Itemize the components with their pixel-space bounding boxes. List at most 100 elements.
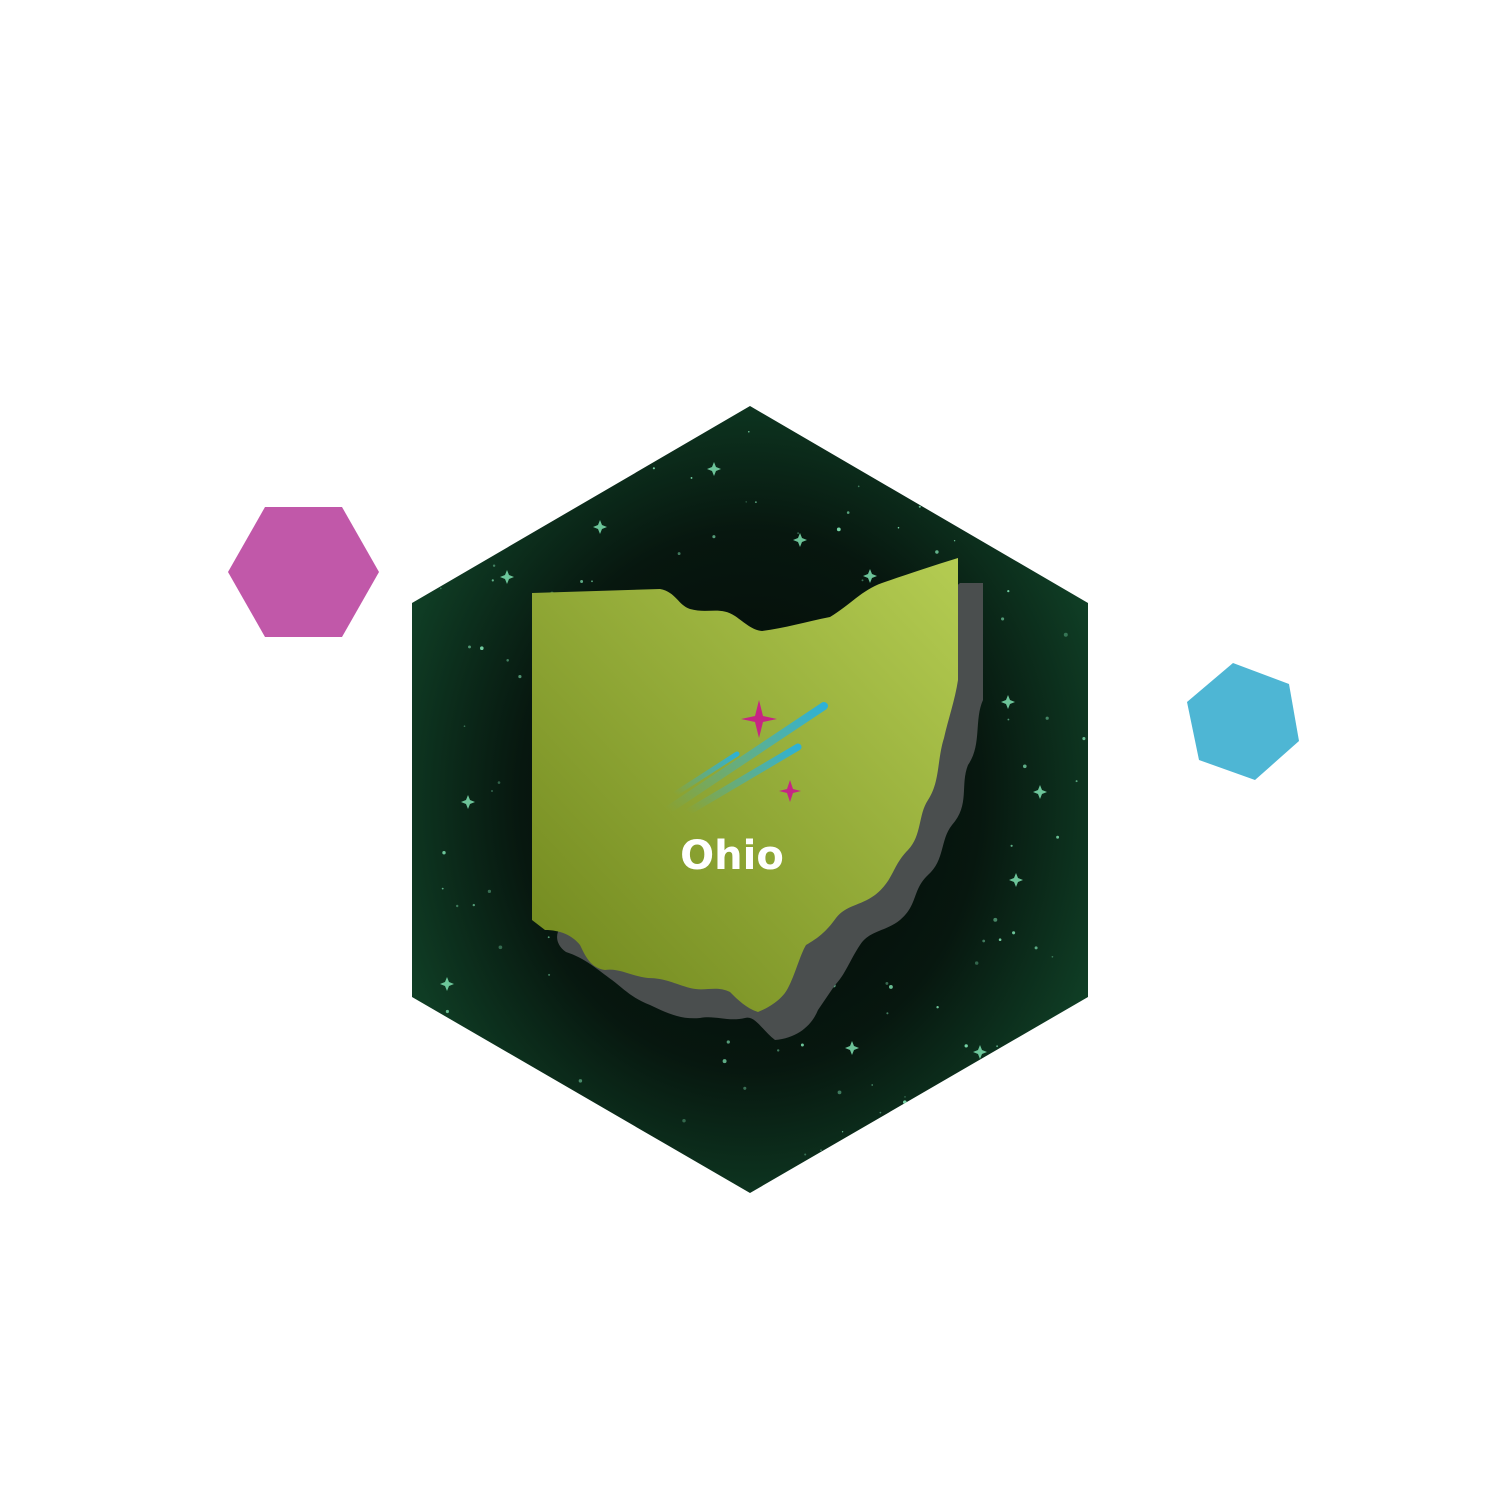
star-dot [544, 428, 548, 431]
star-dot [957, 1171, 959, 1174]
star-dot [994, 532, 998, 536]
star-dot [412, 1129, 413, 1132]
star-sparkle [461, 795, 475, 809]
star-dot [722, 1059, 727, 1064]
star-dot [1027, 1119, 1030, 1123]
star-dot [1075, 780, 1078, 783]
star-dot [913, 1143, 917, 1146]
star-dot [1082, 566, 1085, 570]
ohio-state-shape [532, 558, 958, 1012]
star-sparkle [1009, 873, 1023, 887]
star-dot [430, 1066, 432, 1069]
star-dot [455, 904, 459, 908]
star-dot [871, 440, 875, 444]
star-dot [518, 675, 522, 679]
star-dot [548, 973, 551, 976]
star-dot [1010, 844, 1013, 847]
star-dot [1051, 955, 1054, 958]
star-dot [931, 1161, 935, 1165]
star-dot [1004, 496, 1007, 499]
star-dot [748, 431, 750, 433]
star-dot [871, 1084, 874, 1086]
star-dot [859, 1132, 863, 1135]
star-dot [1007, 589, 1010, 593]
star-dot [1018, 1051, 1021, 1055]
star-dot [1007, 1081, 1011, 1086]
star-dot [857, 485, 860, 488]
star-dot [578, 1079, 583, 1083]
star-dot [468, 645, 471, 649]
star-dot [885, 981, 889, 985]
star-dot [1034, 946, 1038, 950]
star-dot [935, 550, 939, 554]
star-dot [797, 532, 799, 534]
star-dot [998, 938, 1002, 941]
star-dot [1045, 1088, 1050, 1093]
star-dot [1001, 617, 1005, 621]
star-dot [690, 476, 693, 479]
star-dot [936, 1005, 939, 1009]
star-dot [497, 781, 501, 784]
star-sparkle [863, 569, 877, 583]
star-dot [1082, 737, 1086, 741]
star-dot [441, 887, 444, 890]
star-sparkle [500, 570, 514, 584]
star-dot [445, 1009, 449, 1014]
star-dot [776, 1049, 780, 1052]
star-dot [836, 527, 841, 532]
star-dot [506, 659, 509, 662]
star-dot [888, 984, 893, 989]
star-dot [846, 511, 850, 514]
star-dot [743, 1086, 747, 1090]
star-dot [652, 467, 655, 470]
star-dot [537, 1167, 541, 1170]
star-dot [419, 1053, 424, 1058]
star-dot [493, 475, 496, 477]
shooting-star-icon [664, 700, 828, 816]
star-dot [432, 540, 437, 544]
sparkle-large-icon [741, 700, 777, 738]
star-dot [1022, 764, 1027, 769]
star-dot [948, 1095, 950, 1098]
pink-hexagon [228, 507, 379, 637]
star-dot [487, 889, 492, 894]
star-dot [861, 579, 864, 582]
star-dot [973, 420, 977, 425]
star-sparkle [593, 520, 607, 534]
sparkle-small-icon [779, 780, 801, 802]
star-dot [1056, 835, 1060, 839]
star-dot [491, 790, 493, 792]
star-dot [932, 1149, 935, 1152]
star-dot [1061, 1034, 1065, 1038]
star-dot [580, 580, 584, 583]
star-dot [491, 579, 494, 582]
star-dot [461, 406, 465, 409]
star-dot [547, 936, 550, 939]
star-dot [439, 587, 442, 590]
star-dot [954, 486, 958, 491]
star-dot [800, 1043, 804, 1047]
star-dot [837, 1090, 842, 1095]
star-dot [1012, 931, 1016, 935]
star-dot [918, 425, 921, 428]
star-dot [804, 1153, 807, 1156]
state-name-label: Ohio [680, 833, 784, 879]
star-sparkle [845, 1041, 859, 1055]
star-dot [496, 446, 498, 448]
star-dot [1025, 448, 1028, 451]
star-dot [755, 501, 757, 503]
star-dot [820, 1149, 822, 1152]
star-dot [918, 505, 921, 508]
star-sparkle [707, 462, 721, 476]
star-dot [682, 1118, 686, 1123]
blue-hexagon [1187, 663, 1299, 780]
star-dot [882, 446, 886, 450]
star-sparkle [440, 977, 454, 991]
star-dot [904, 1096, 906, 1098]
star-dot [498, 945, 503, 950]
star-sparkle [1001, 695, 1015, 709]
star-dot [412, 508, 415, 511]
star-dot [897, 526, 900, 529]
star-dot [492, 564, 496, 567]
